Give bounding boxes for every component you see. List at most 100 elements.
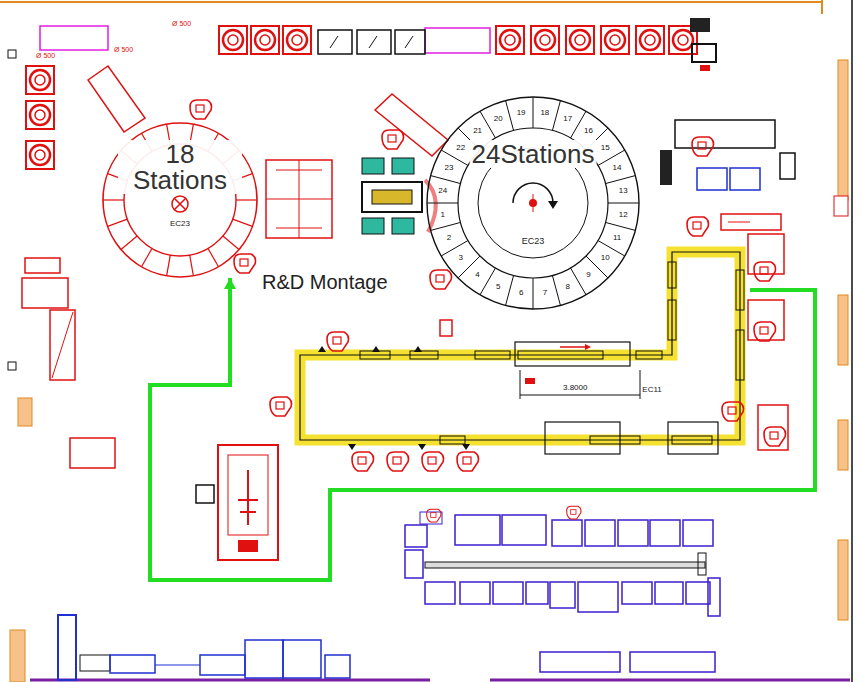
station-divider [506, 275, 514, 305]
station-number: 6 [519, 289, 523, 297]
right-equipment [697, 168, 727, 190]
assembly-benches [622, 582, 652, 604]
assembly-benches [578, 582, 618, 612]
top-stations [330, 36, 338, 48]
robots [687, 217, 709, 236]
top-stations [283, 26, 311, 54]
station-number: 22 [456, 144, 465, 152]
station-divider [236, 199, 257, 200]
station-divider [208, 248, 219, 266]
assembly-benches [427, 509, 441, 522]
right-equipment [728, 222, 750, 223]
right-equipment [730, 168, 760, 190]
rotation-arrow [548, 201, 558, 209]
left-equipment [218, 445, 278, 560]
station-number: 3 [459, 254, 463, 262]
conveyor-loop [360, 351, 390, 359]
assembly-benches [540, 652, 620, 672]
right-equipment [660, 150, 672, 185]
conveyor-loop [545, 422, 620, 454]
left-equipment [238, 540, 258, 552]
station-number: 13 [619, 187, 628, 195]
conveyor-loop [672, 436, 712, 444]
robots [764, 427, 786, 446]
building-border [30, 679, 430, 682]
station-divider [103, 199, 124, 200]
machine-id: EC23 [170, 220, 190, 228]
top-stations [219, 26, 247, 54]
assembly-benches [283, 640, 321, 678]
conveyor-loop [520, 370, 521, 399]
building-border [838, 540, 848, 620]
conveyor-loop [518, 351, 603, 359]
station-divider [233, 219, 253, 226]
station-number: 17 [563, 115, 572, 123]
top-stations [566, 26, 594, 54]
ring [427, 97, 639, 309]
station-divider [142, 248, 153, 266]
station-divider [431, 176, 461, 184]
feeders [372, 190, 412, 204]
robots [270, 397, 292, 416]
conveyor-loop [636, 351, 662, 359]
line-id: EC11 [642, 386, 661, 394]
station-divider [605, 176, 635, 184]
building-border [490, 679, 850, 682]
station-divider [552, 101, 560, 131]
left-equipment [228, 455, 268, 535]
station-divider [108, 219, 128, 226]
assembly-benches [58, 615, 76, 680]
feeders [375, 94, 448, 156]
assembly-benches [493, 582, 523, 604]
station-number: 2 [447, 234, 451, 242]
station-number: 7 [543, 289, 547, 297]
left-equipment [22, 278, 68, 308]
conveyor-loop [440, 436, 465, 444]
conveyor-loop [520, 395, 640, 396]
feeders [88, 66, 448, 238]
conveyor-loop [640, 370, 641, 399]
conveyor-loop [585, 344, 591, 350]
carousel-24-outline [426, 96, 640, 310]
ring [103, 123, 257, 277]
robots [722, 402, 744, 421]
assembly-benches [585, 520, 615, 546]
assembly-benches [80, 655, 110, 671]
station-number: 14 [613, 164, 622, 172]
station-divider [598, 150, 625, 166]
right-equipment [748, 300, 784, 340]
conveyor-loop [590, 436, 640, 444]
station-divider [441, 241, 468, 257]
top-stations [318, 30, 352, 54]
building-border [8, 362, 16, 370]
station-divider [167, 255, 171, 276]
robots [352, 452, 374, 471]
station-divider [223, 236, 239, 249]
robots [382, 130, 404, 149]
station-number: 23 [444, 164, 453, 172]
station-number: 5 [496, 283, 500, 291]
building-border [838, 420, 848, 470]
assembly-benches [630, 652, 715, 672]
station-number: 12 [619, 211, 628, 219]
feeders [266, 160, 332, 238]
station-divider [431, 222, 461, 230]
robots [327, 332, 349, 351]
left-equipment [50, 310, 75, 380]
top-stations [425, 28, 490, 53]
assembly-benches [655, 582, 683, 604]
conveyor-loop [668, 262, 676, 288]
station-number: 10 [601, 254, 610, 262]
conveyor-loop [525, 378, 535, 384]
station-divider [121, 236, 137, 249]
assembly-benches [552, 520, 582, 546]
assembly-benches [550, 582, 575, 608]
station-number: 19 [517, 109, 526, 117]
building-border [838, 60, 848, 200]
conveyor-loop [515, 342, 630, 366]
top-stations [690, 18, 710, 32]
assembly-benches [686, 582, 710, 604]
